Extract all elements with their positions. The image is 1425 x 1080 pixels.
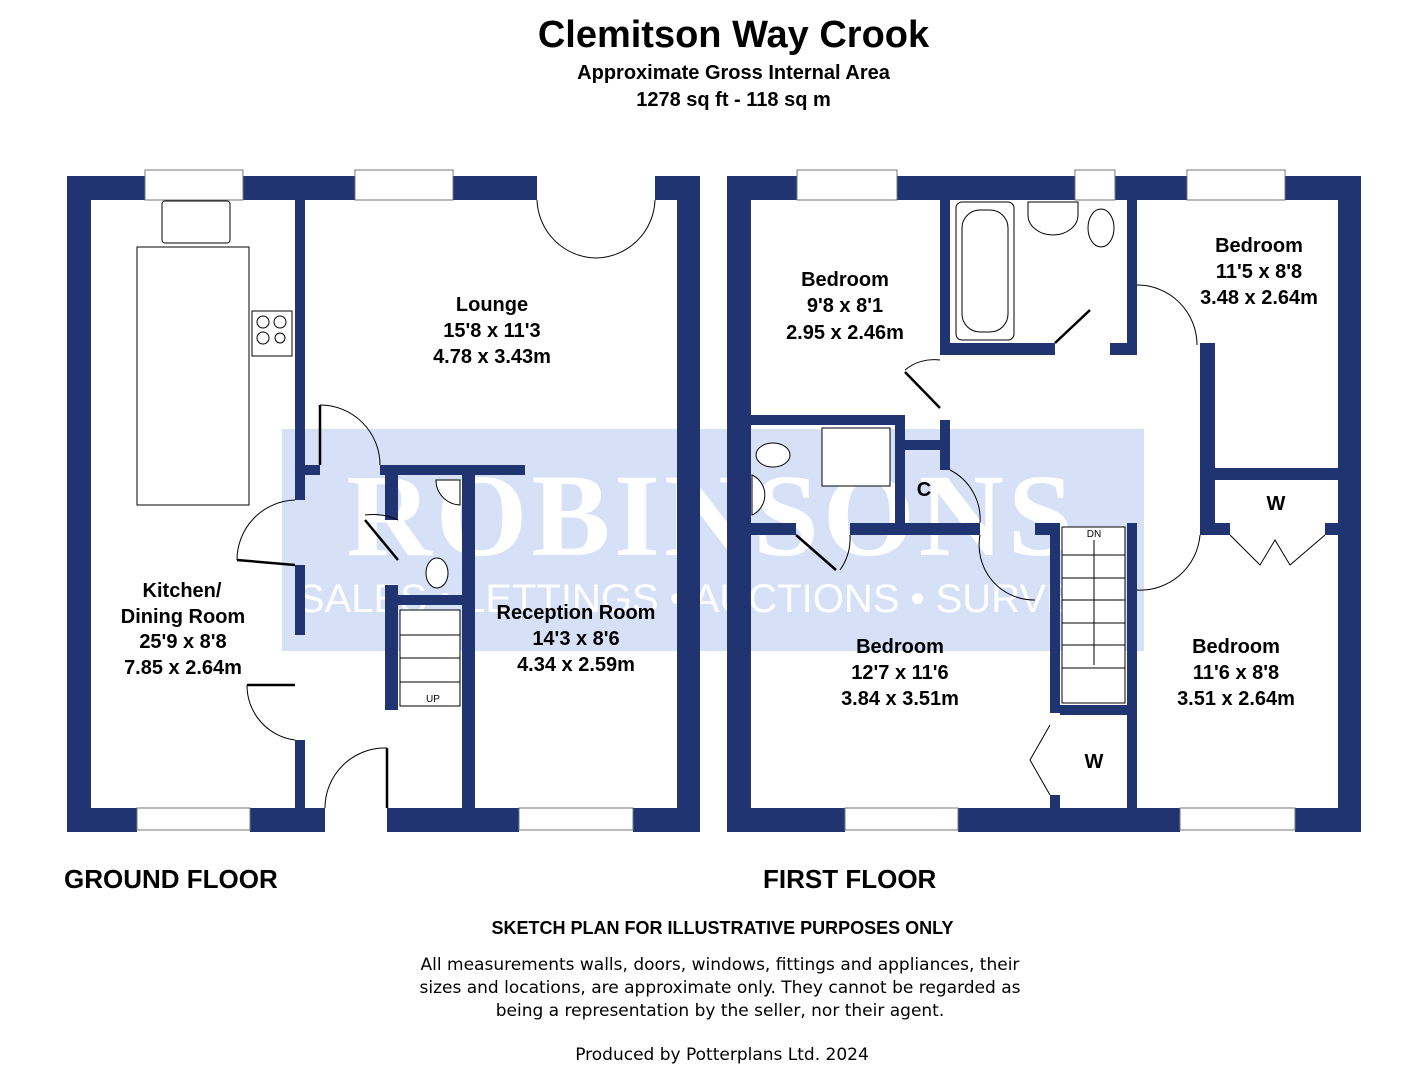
bathroom-fixtures <box>751 201 1115 516</box>
worktop <box>136 246 250 506</box>
ground-floor-label: GROUND FLOOR <box>64 864 278 894</box>
svg-text:3.84 x 3.51m: 3.84 x 3.51m <box>841 688 959 710</box>
room-bedroom-4: Bedroom 11'6 x 8'8 3.51 x 2.64m <box>1177 636 1295 710</box>
wardrobe-label: W <box>1085 751 1104 773</box>
room-bedroom-3: Bedroom 12'7 x 11'6 3.84 x 3.51m <box>841 636 959 710</box>
basin-icon <box>1027 201 1079 236</box>
svg-text:11'5 x 8'8: 11'5 x 8'8 <box>1216 261 1302 283</box>
basin-icon <box>435 479 461 506</box>
cupboard-label: C <box>917 479 931 501</box>
room-bedroom-1: Bedroom 9'8 x 8'1 2.95 x 2.46m <box>786 269 904 344</box>
svg-text:4.34 x 2.59m: 4.34 x 2.59m <box>517 654 635 676</box>
sink-icon <box>161 200 231 244</box>
svg-text:Dining Room: Dining Room <box>121 606 245 628</box>
toilet-icon <box>425 557 449 589</box>
hob-icon <box>251 310 293 357</box>
svg-text:9'8 x 8'1: 9'8 x 8'1 <box>807 295 883 317</box>
svg-text:3.51 x 2.64m: 3.51 x 2.64m <box>1177 688 1295 710</box>
plan-title: Clemitson Way Crook <box>537 14 930 56</box>
area-subtitle: Approximate Gross Internal Area <box>577 62 890 84</box>
ground-stairs: UP <box>399 609 461 707</box>
svg-text:15'8 x 11'3: 15'8 x 11'3 <box>443 320 540 342</box>
svg-text:25'9 x 8'8: 25'9 x 8'8 <box>139 631 226 653</box>
svg-text:Bedroom: Bedroom <box>856 636 944 658</box>
toilet-icon <box>755 442 791 468</box>
svg-text:Reception Room: Reception Room <box>497 602 656 624</box>
stairs-down-label: DN <box>1087 529 1101 540</box>
wc-fixtures <box>425 479 461 589</box>
first-floor-walls <box>727 176 1361 832</box>
svg-text:Kitchen/: Kitchen/ <box>143 580 222 602</box>
svg-text:11'6 x 8'8: 11'6 x 8'8 <box>1193 662 1279 684</box>
room-bedroom-2: Bedroom 11'5 x 8'8 3.48 x 2.64m <box>1200 235 1318 309</box>
svg-text:Bedroom: Bedroom <box>1192 636 1280 658</box>
room-kitchen-dining: Kitchen/ Dining Room 25'9 x 8'8 7.85 x 2… <box>121 580 245 679</box>
disclaimer-heading: SKETCH PLAN FOR ILLUSTRATIVE PURPOSES ON… <box>491 918 954 938</box>
basin-icon <box>751 474 766 516</box>
toilet-icon <box>1087 208 1115 248</box>
svg-text:7.85 x 2.64m: 7.85 x 2.64m <box>124 657 242 679</box>
svg-text:2.95 x 2.46m: 2.95 x 2.46m <box>786 322 904 344</box>
produced-by: Produced by Potterplans Ltd. 2024 <box>575 1045 869 1065</box>
kitchen-units <box>136 200 293 506</box>
shower-tray-icon <box>821 427 891 487</box>
disclaimer-line: being a representation by the seller, no… <box>495 1001 945 1021</box>
disclaimer-line: All measurements walls, doors, windows, … <box>420 955 1020 975</box>
svg-text:3.48 x 2.64m: 3.48 x 2.64m <box>1200 287 1318 309</box>
first-doors <box>795 284 1326 796</box>
svg-text:12'7 x 11'6: 12'7 x 11'6 <box>851 662 948 684</box>
disclaimer-line: sizes and locations, are approximate onl… <box>419 978 1021 998</box>
first-stairs: DN <box>1061 526 1126 704</box>
wardrobe-label: W <box>1267 493 1286 515</box>
svg-text:Bedroom: Bedroom <box>1215 235 1303 257</box>
stairs-up-label: UP <box>426 694 440 705</box>
svg-text:4.78 x 3.43m: 4.78 x 3.43m <box>433 346 551 368</box>
first-floor-label: FIRST FLOOR <box>763 864 937 894</box>
area-value: 1278 sq ft - 118 sq m <box>636 89 831 111</box>
ground-doors <box>236 199 656 809</box>
svg-text:Lounge: Lounge <box>456 294 528 316</box>
ground-floor-walls <box>67 176 700 832</box>
room-lounge: Lounge 15'8 x 11'3 4.78 x 3.43m <box>433 294 551 368</box>
room-reception: Reception Room 14'3 x 8'6 4.34 x 2.59m <box>497 602 656 676</box>
svg-text:14'3 x 8'6: 14'3 x 8'6 <box>532 628 619 650</box>
svg-text:Bedroom: Bedroom <box>801 269 889 291</box>
